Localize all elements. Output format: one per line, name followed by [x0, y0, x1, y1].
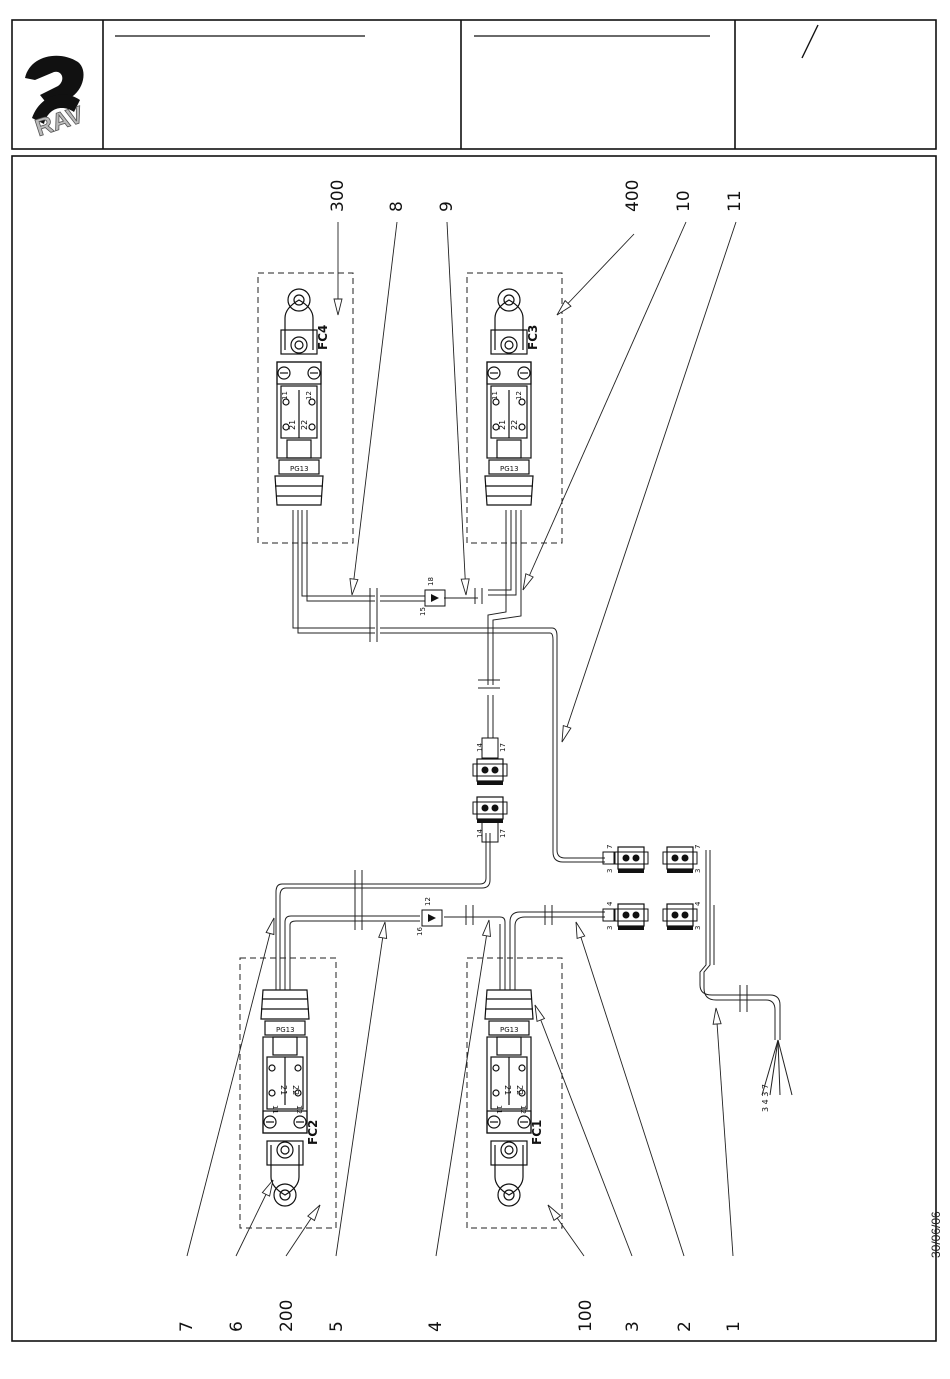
callout-10: 10 — [674, 190, 694, 212]
terminal-label: 21 — [503, 1085, 512, 1095]
callout-4: 4 — [426, 1321, 446, 1332]
revision-slash — [802, 25, 818, 58]
fc1-label: FC1 — [530, 1120, 544, 1145]
plug-socket-lower-left — [614, 904, 648, 930]
terminal-label-14: 14 — [476, 829, 484, 838]
callout-3: 3 — [623, 1321, 643, 1332]
leader-300 — [334, 222, 342, 315]
leader-2 — [576, 922, 684, 1256]
terminal-label: 22 — [300, 420, 309, 430]
terminal-label-15: 15 — [419, 607, 427, 616]
callout-400: 400 — [623, 180, 643, 212]
gland-label: PG13 — [500, 1026, 519, 1034]
plug-socket-upper-right — [663, 847, 697, 873]
terminal-label: 12 — [515, 391, 523, 400]
fc2-label: FC2 — [306, 1120, 320, 1145]
callout-1: 1 — [724, 1321, 744, 1332]
leader-9 — [447, 222, 469, 595]
callout-8: 8 — [387, 201, 407, 212]
terminal-label: 11 — [271, 1105, 279, 1114]
gland-label: PG13 — [500, 465, 519, 473]
fc3-label: FC3 — [526, 325, 540, 350]
callout-7: 7 — [177, 1321, 197, 1332]
gland-label: PG13 — [290, 465, 309, 473]
fc3-enclosure-outline — [467, 273, 562, 543]
plug-socket-upper-left — [614, 847, 648, 873]
callout-300: 300 — [328, 180, 348, 212]
fc4-label: FC4 — [316, 325, 330, 350]
cable-break-marks — [355, 588, 747, 1012]
terminal-label: 21 — [498, 420, 507, 430]
callout-2: 2 — [675, 1321, 695, 1332]
callout-11: 11 — [725, 190, 745, 212]
plug-socket-lower-right — [663, 904, 697, 930]
terminal-label: 11 — [495, 1105, 503, 1114]
pin-label-3: 3 — [694, 926, 702, 930]
pin-label-3: 3 — [606, 869, 614, 873]
drawing-date: 30/06/06 — [929, 1211, 943, 1258]
pin-label-4: 4 — [694, 901, 702, 906]
terminal-label-16: 16 — [416, 927, 424, 936]
terminal-label: 22 — [510, 420, 519, 430]
leader-400 — [557, 234, 634, 315]
title-block — [12, 20, 936, 149]
leader-6 — [236, 1180, 273, 1256]
terminal-label: 11 — [281, 391, 289, 400]
terminal-label-18: 18 — [427, 577, 435, 586]
leader-200 — [286, 1205, 320, 1256]
pin-label-3: 3 — [606, 926, 614, 930]
leader-5 — [336, 922, 387, 1256]
leader-1 — [713, 1008, 733, 1256]
leader-8 — [350, 222, 397, 595]
terminal-label-12: 12 — [424, 897, 432, 906]
callout-9: 9 — [437, 201, 457, 212]
terminal-label: 12 — [295, 1105, 303, 1114]
terminal-label: 12 — [305, 391, 313, 400]
leader-100 — [548, 1205, 584, 1256]
leader-4 — [436, 920, 490, 1256]
terminal-label: 12 — [519, 1105, 527, 1114]
connector-lower — [473, 797, 507, 823]
leader-3 — [535, 1005, 632, 1256]
drawing-frame — [12, 156, 936, 1341]
gland-label: PG13 — [276, 1026, 295, 1034]
terminal-label: 11 — [491, 391, 499, 400]
pin-label-4: 4 — [606, 901, 614, 906]
company-logo: RAV — [25, 56, 87, 142]
pin-label-3: 3 — [694, 869, 702, 873]
leader-10 — [523, 222, 686, 590]
callout-200: 200 — [277, 1300, 297, 1332]
terminal-label-14: 14 — [476, 743, 484, 752]
callout-100: 100 — [576, 1300, 596, 1332]
terminal-label: 22 — [515, 1085, 524, 1095]
terminal-label: 22 — [291, 1085, 300, 1095]
wire-end-labels: 3 4 3 7 — [761, 1084, 770, 1112]
terminal-label-17: 17 — [499, 829, 507, 838]
pin-label-7: 7 — [694, 845, 702, 849]
callout-6: 6 — [227, 1321, 247, 1332]
connector-upper — [473, 759, 507, 785]
wire-junction: 12 16 — [416, 897, 442, 936]
terminal-label: 21 — [288, 420, 297, 430]
terminal-label-17: 17 — [499, 743, 507, 752]
leader-11 — [562, 222, 736, 742]
cable-harness — [276, 510, 792, 1095]
pin-label-7: 7 — [606, 845, 614, 849]
callout-5: 5 — [327, 1321, 347, 1332]
terminal-label: 21 — [279, 1085, 288, 1095]
